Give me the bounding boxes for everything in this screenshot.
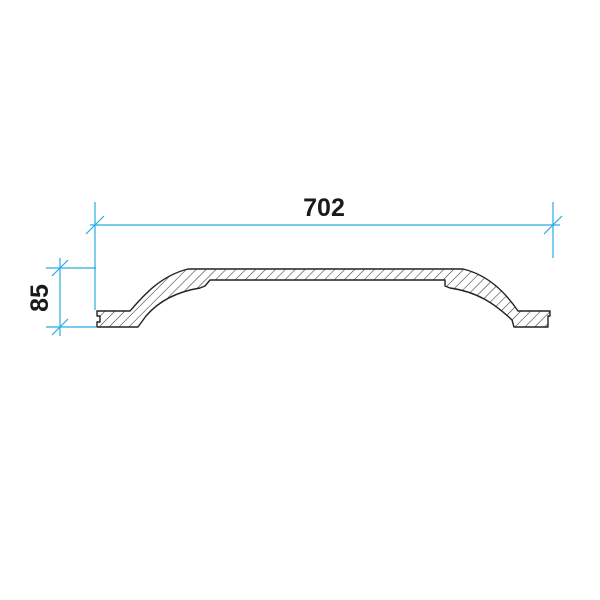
moulding-profile-section	[96, 268, 551, 328]
height-tick-bottom	[51, 318, 69, 336]
height-tick-top	[51, 259, 69, 277]
width-tick-right	[543, 215, 563, 235]
width-dimension: 702	[85, 194, 563, 310]
height-dimension: 85	[26, 258, 96, 336]
width-tick-left	[85, 215, 105, 235]
height-dimension-label: 85	[26, 284, 54, 312]
width-dimension-label: 702	[303, 194, 345, 222]
